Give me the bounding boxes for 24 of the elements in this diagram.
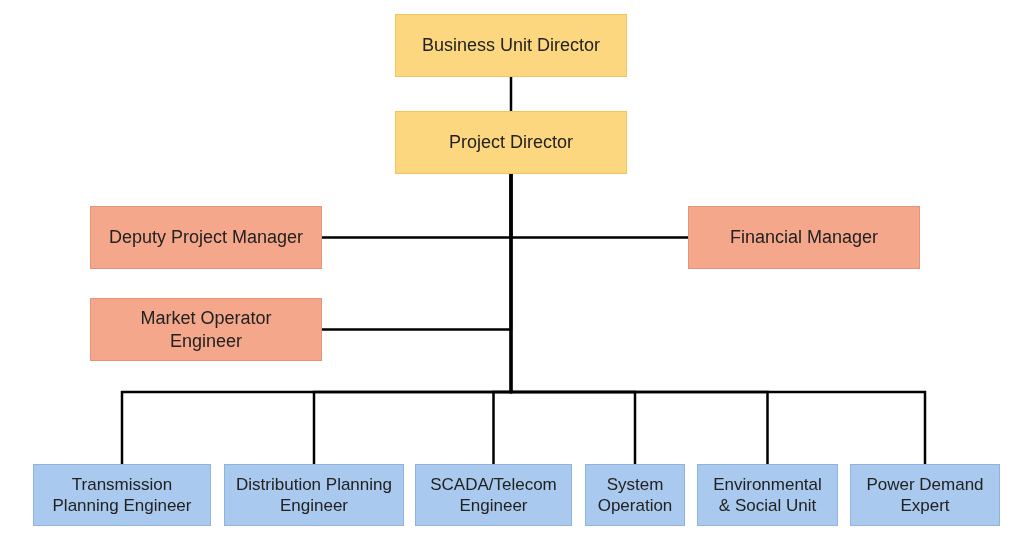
connector-line: [509, 77, 513, 111]
role-box: [585, 464, 685, 526]
role-title: SCADA/Telecom Engineer: [429, 473, 558, 517]
role-box: [688, 206, 920, 269]
role-title: Distribution Planning Engineer: [235, 473, 393, 517]
role-title: Project Director: [449, 131, 573, 154]
role-box: [224, 464, 404, 526]
role-title: Deputy Project Manager: [108, 226, 304, 249]
role-box: [697, 464, 838, 526]
role-box: [33, 464, 211, 526]
role-box: [415, 464, 572, 526]
role-box: [395, 14, 627, 77]
role-title: Financial Manager: [729, 226, 879, 249]
role-box: [850, 464, 1000, 526]
role-box: [90, 206, 322, 269]
role-title: Transmission Planning Engineer: [51, 473, 193, 517]
role-title: Business Unit Director: [421, 34, 601, 57]
connector-line: [509, 174, 927, 464]
role-box: [395, 111, 627, 174]
role-title: System Operation: [596, 473, 674, 517]
role-title: Environmental & Social Unit: [712, 473, 823, 517]
role-title: Power Demand Expert: [865, 473, 985, 517]
role-title: Market Operator Engineer: [139, 307, 273, 352]
role-box: [90, 298, 322, 361]
